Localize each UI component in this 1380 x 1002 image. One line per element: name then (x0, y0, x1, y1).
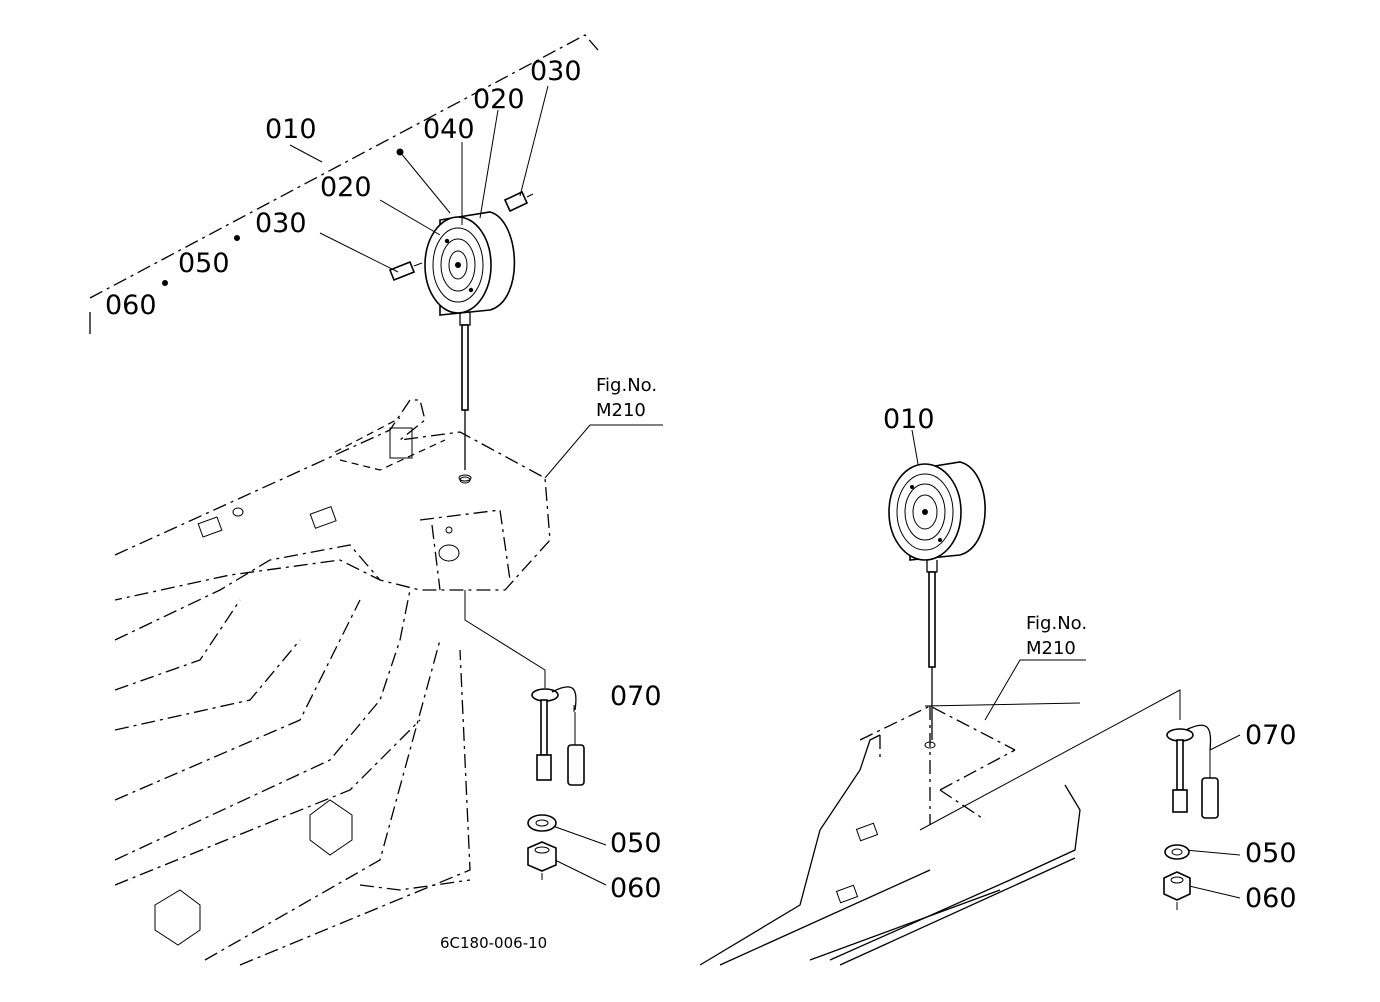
fig-ref-title: Fig.No. (1026, 613, 1087, 634)
nut-060-right (1163, 871, 1191, 910)
label-030: 030 (255, 208, 307, 239)
leader-lines-left (289, 85, 663, 886)
label-050: 050 (1245, 838, 1297, 869)
right-view: 010 070 050 060 Fig.No. M210 (699, 404, 1297, 966)
gauge-unit-left (424, 211, 516, 482)
label-060: 060 (105, 290, 157, 321)
label-060: 060 (610, 873, 662, 904)
tractor-frame-left (114, 399, 551, 966)
label-020: 020 (473, 84, 525, 115)
label-070: 070 (610, 681, 662, 712)
assembly-bracket (89, 34, 599, 334)
label-060: 060 (1245, 883, 1297, 914)
fig-ref-number: M210 (1026, 638, 1076, 659)
bullet-dot (234, 235, 240, 241)
screw-left-a (388, 260, 423, 282)
nut-060-left (527, 841, 557, 880)
label-030: 030 (530, 56, 582, 87)
label-020: 020 (320, 172, 372, 203)
label-070: 070 (1245, 720, 1297, 751)
sensor-assembly-right (1166, 724, 1219, 819)
fig-ref-title: Fig.No. (596, 375, 657, 396)
label-010: 010 (265, 114, 317, 145)
tractor-frame-right (699, 702, 1081, 966)
fig-ref-number: M210 (596, 400, 646, 421)
sensor-assembly-left (531, 686, 585, 786)
screw-left-b (503, 190, 534, 213)
washer-050-left (527, 814, 557, 832)
leader-lines-right (911, 429, 1241, 899)
washer-050-right (1164, 844, 1190, 860)
label-040: 040 (423, 114, 475, 145)
label-010: 010 (883, 404, 935, 435)
drawing-code: 6C180-006-10 (440, 934, 547, 952)
left-view: 010 020 030 040 020 030 050 060 070 050 … (89, 34, 663, 966)
bullet-dot (162, 280, 168, 286)
label-050: 050 (610, 828, 662, 859)
label-050: 050 (178, 248, 230, 279)
gauge-unit-right (888, 461, 986, 740)
